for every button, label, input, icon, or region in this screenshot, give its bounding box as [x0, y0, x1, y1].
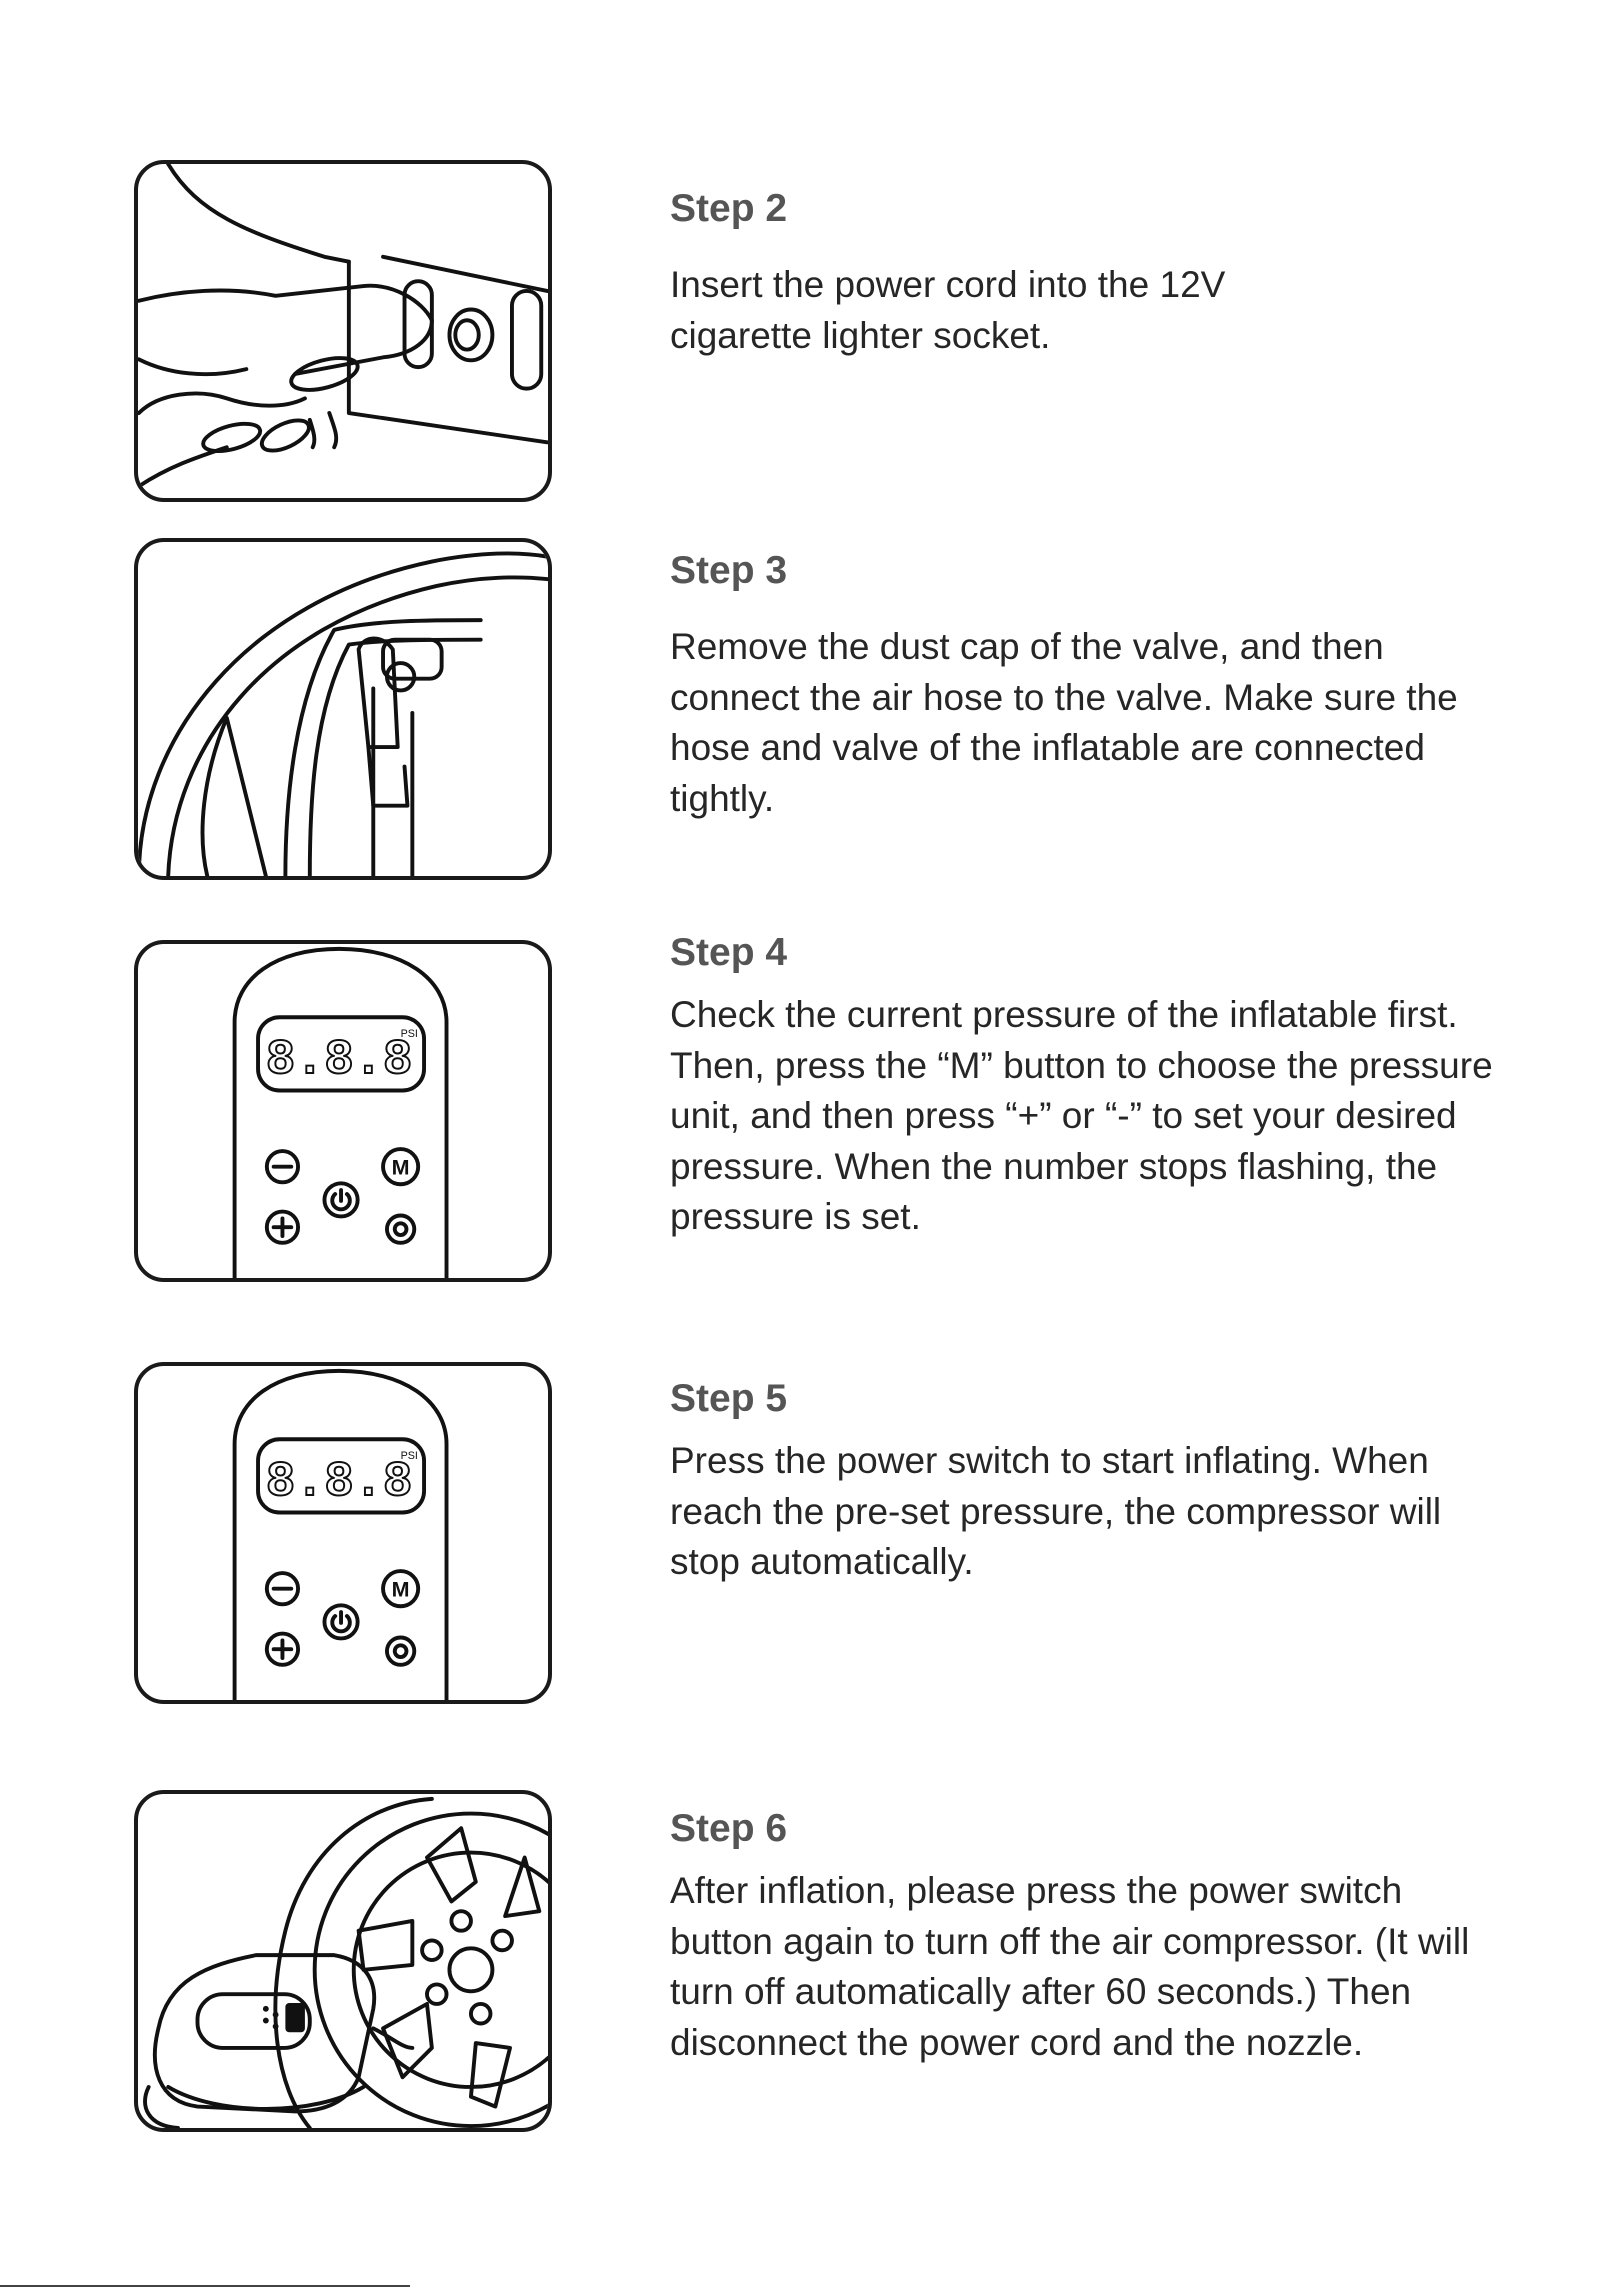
power-cord-socket-illustration — [134, 160, 552, 502]
step-description: Press the power switch to start inflatin… — [670, 1440, 1442, 1582]
control-panel-icon: 8.8.8 PSI M — [232, 946, 449, 1278]
step-title: Step 3 — [670, 549, 788, 592]
valve-hose-illustration — [134, 538, 552, 880]
display-digits: 8.8.8 — [266, 1032, 413, 1088]
compressor-wheel-icon — [143, 1796, 548, 2128]
control-panel-illustration: 8.8.8 PSI M — [134, 940, 552, 1282]
footer-rule — [0, 2285, 410, 2287]
step-title: Step 2 — [670, 187, 788, 230]
control-panel-illustration: 8.8.8 PSI M — [134, 1362, 552, 1704]
step-4-text: Step 4 Check the current pressure of the… — [670, 930, 1570, 1243]
mode-button-label: M — [392, 1577, 410, 1601]
step-5-text: Step 5 Press the power switch to start i… — [670, 1376, 1570, 1588]
control-panel-icon: 8.8.8 PSI M — [232, 1368, 449, 1700]
step-description: Remove the dust cap of the valve, and th… — [670, 626, 1458, 819]
display-unit: PSI — [401, 1028, 418, 1040]
step-title: Step 5 — [670, 1377, 788, 1420]
step-title: Step 4 — [670, 931, 788, 974]
valve-connector-icon — [138, 551, 548, 876]
step-title: Step 6 — [670, 1807, 788, 1850]
hand-plug-icon — [138, 164, 548, 489]
step-6-text: Step 6 After inflation, please press the… — [670, 1806, 1570, 2068]
step-3-text: Step 3 Remove the dust cap of the valve,… — [670, 548, 1570, 824]
step-description: Check the current pressure of the inflat… — [670, 994, 1493, 1237]
compressor-wheel-illustration — [134, 1790, 552, 2132]
display-digits: 8.8.8 — [266, 1454, 413, 1510]
mode-button-label: M — [392, 1155, 410, 1179]
step-description: After inflation, please press the power … — [670, 1870, 1470, 2063]
step-2-text: Step 2 Insert the power cord into the 12… — [670, 186, 1570, 361]
step-description: Insert the power cord into the 12V cigar… — [670, 264, 1226, 356]
display-unit: PSI — [401, 1450, 418, 1462]
